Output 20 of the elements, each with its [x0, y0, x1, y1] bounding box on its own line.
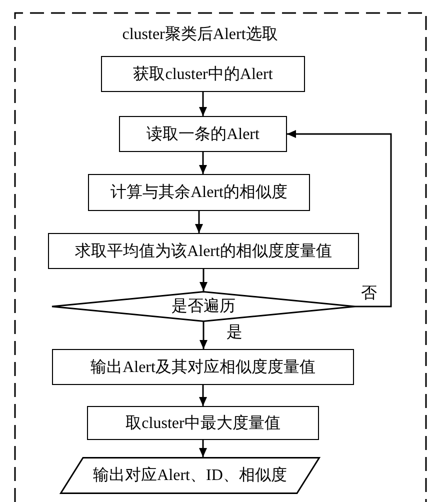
process-box: 获取cluster中的Alert [101, 56, 305, 92]
arrow [199, 152, 207, 174]
decision-diamond: 是否遍历 [52, 291, 355, 322]
edge-label: 是 [226, 324, 244, 342]
process-box: 计算与其余Alert的相似度 [88, 174, 310, 211]
dashed-frame [14, 12, 427, 502]
arrow [199, 385, 207, 406]
process-box: 读取一条的Alert [119, 116, 287, 152]
arrow [200, 269, 208, 291]
arrow [200, 322, 208, 349]
process-box: 求取平均值为该Alert的相似度度量值 [48, 233, 359, 269]
frame-title: cluster聚类后Alert选取 [121, 26, 279, 44]
process-box: 取cluster中最大度量值 [87, 406, 319, 440]
arrow [195, 211, 203, 233]
process-box: 输出Alert及其对应相似度度量值 [52, 349, 354, 385]
arrow [287, 130, 392, 308]
edge-label: 否 [360, 284, 378, 302]
output-parallelogram: 输出对应Alert、ID、相似度 [60, 457, 320, 494]
arrow [199, 92, 207, 116]
arrow [199, 440, 207, 457]
